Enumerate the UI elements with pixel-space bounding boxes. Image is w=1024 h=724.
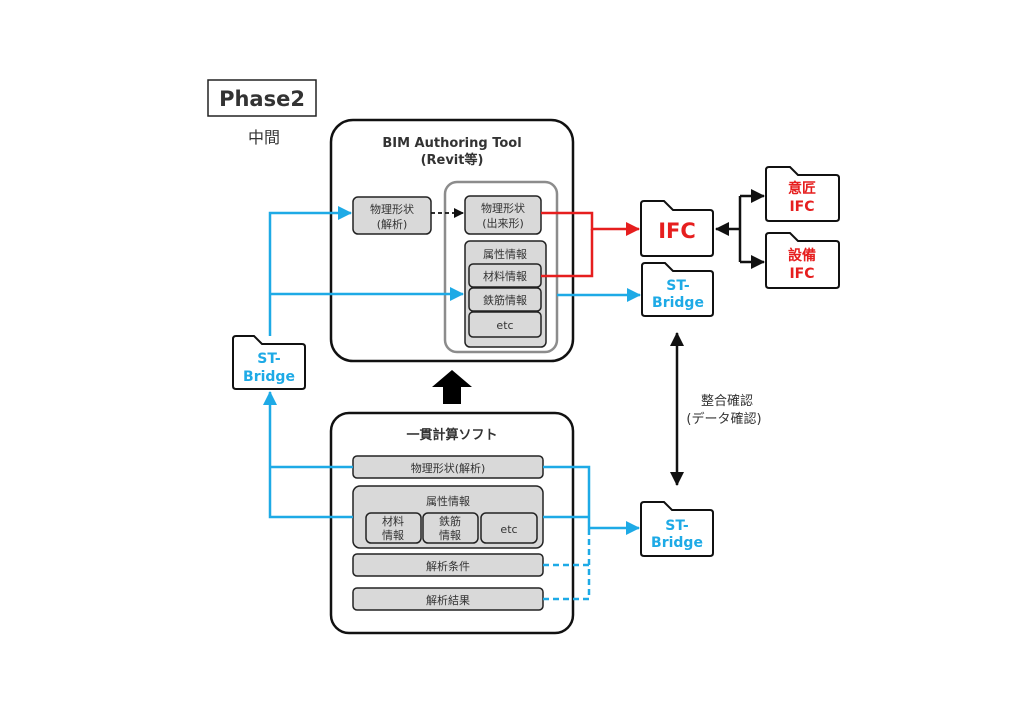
bim-physical-analysis-box: 物理形状 (解析): [352, 196, 432, 235]
arrow-calc-to-right-stbridge: [543, 465, 640, 535]
calc-attr-material-line1: 材料: [382, 514, 404, 528]
arrow-calc-to-left-stbridge: [263, 391, 353, 519]
calc-attr-etc: etc: [500, 523, 517, 536]
bim-attr-etc: etc: [496, 319, 513, 332]
ifc-arch-line2: IFC: [789, 199, 814, 215]
bim-attr-etc-box: [468, 311, 542, 338]
structural-calc-software: 一貫計算ソフト 物理形状(解析) 属性情報 材料 情報 鉄筋 情報 etc 解析…: [329, 411, 575, 635]
bim-physical-analysis-line1: 物理形状: [370, 202, 414, 216]
file-icon: [765, 166, 840, 222]
file-icon: [765, 232, 840, 289]
arrow-built-to-ifc: [541, 211, 640, 236]
bim-attr-rebar-box: [468, 287, 542, 312]
ifc-arch-line1: 意匠: [788, 180, 816, 197]
blue-connectors: [263, 206, 641, 601]
calc-attributes-title: 属性情報: [426, 494, 470, 508]
st-bridge-file-right-bottom[interactable]: ST- Bridge: [640, 501, 714, 557]
bim-physical-built-line2: (出来形): [482, 216, 524, 230]
phase-label: Phase2: [207, 79, 317, 117]
mep-ifc-file[interactable]: 設備 IFC: [765, 232, 840, 289]
st-bridge-file-left[interactable]: ST- Bridge: [232, 335, 306, 390]
calc-attr-rebar-line2: 情報: [439, 529, 461, 542]
bim-physical-analysis-line2: (解析): [377, 217, 408, 231]
calc-soft-title: 一貫計算ソフト: [406, 427, 497, 443]
st-bridge-right-top-line2: Bridge: [652, 295, 704, 311]
dashed-lines-analysis-to-right: [543, 528, 591, 601]
consistency-check-sublabel: (データ確認): [686, 411, 761, 427]
bim-tool-title: BIM Authoring Tool: [382, 136, 521, 151]
calc-attr-material-box: [365, 512, 422, 544]
st-bridge-file-right-top[interactable]: ST- Bridge: [641, 262, 714, 317]
st-bridge-right-bottom-line2: Bridge: [651, 535, 703, 551]
calc-attr-material-line2: 情報: [382, 529, 404, 542]
phase-title: Phase2: [219, 87, 305, 111]
red-connectors: [541, 211, 640, 278]
calc-attr-etc-box: [480, 512, 538, 544]
st-bridge-right-bottom-line1: ST-: [665, 518, 689, 534]
line-material-to-ifc: [541, 229, 594, 278]
file-icon: [640, 501, 714, 557]
bim-attr-rebar: 鉄筋情報: [483, 293, 527, 307]
st-bridge-right-top-line1: ST-: [666, 278, 690, 294]
calc-analysis-results: 解析結果: [426, 593, 470, 607]
bim-physical-built-line1: 物理形状: [481, 201, 525, 215]
bim-authoring-tool: BIM Authoring Tool (Revit等) 物理形状 (解析) 物理…: [329, 118, 575, 363]
st-bridge-left-line2: Bridge: [243, 369, 295, 385]
file-icon: [232, 335, 306, 390]
file-icon: [641, 262, 714, 317]
bim-attributes-title: 属性情報: [483, 247, 527, 261]
calc-physical: 物理形状(解析): [411, 461, 486, 475]
black-connectors: [670, 189, 765, 486]
architectural-ifc-file[interactable]: 意匠 IFC: [765, 166, 840, 222]
ifc-file[interactable]: IFC: [640, 200, 714, 257]
file-icon: [640, 200, 714, 257]
calc-attr-rebar-line1: 鉄筋: [439, 514, 461, 528]
consistency-check-label: 整合確認: [701, 393, 753, 409]
calc-analysis-conditions: 解析条件: [426, 559, 470, 573]
bim-attributes-group: 属性情報 材料情報 鉄筋情報 etc: [464, 240, 547, 348]
bim-tool-subtitle: (Revit等): [421, 152, 484, 168]
ifc-mep-line2: IFC: [789, 266, 814, 282]
bim-attr-material: 材料情報: [483, 269, 527, 283]
ifc-label: IFC: [658, 219, 696, 243]
up-arrow-icon: [432, 370, 472, 404]
ifc-mep-line1: 設備: [788, 247, 816, 264]
phase-subtitle: 中間: [248, 128, 280, 147]
bim-physical-built-box: 物理形状 (出来形): [464, 195, 542, 235]
st-bridge-left-line1: ST-: [257, 351, 281, 367]
calc-attr-rebar-box: [422, 512, 479, 544]
